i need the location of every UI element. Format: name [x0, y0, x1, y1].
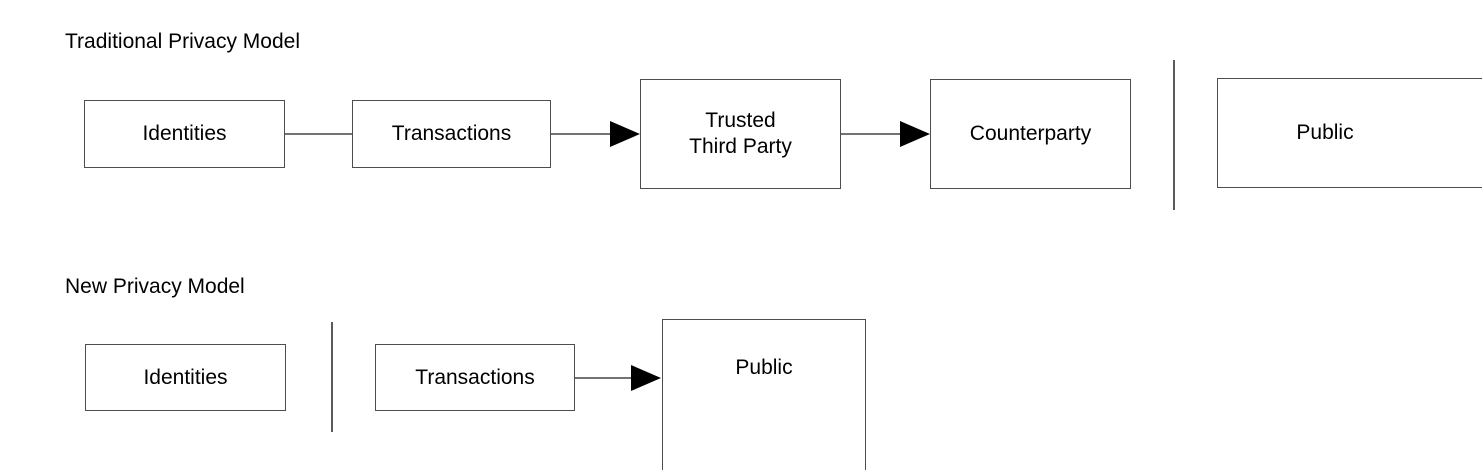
- node-traditional-trusted-third-party-label: Trusted Third Party: [689, 109, 792, 158]
- node-traditional-counterparty-label: Counterparty: [969, 122, 1092, 145]
- privacy-boundary-divider-traditional: [1173, 60, 1175, 210]
- node-traditional-public-label: Public: [1296, 121, 1354, 144]
- node-traditional-counterparty[interactable]: Counterparty: [930, 79, 1131, 189]
- node-new-public[interactable]: Public: [662, 319, 866, 470]
- arrow-icon-transactions-to-trusted-third-party: [610, 121, 640, 147]
- connector-transactions-to-trusted-third-party: [551, 133, 611, 135]
- node-traditional-identities-label: Identities: [142, 122, 227, 145]
- arrow-icon-trusted-third-party-to-counterparty: [900, 121, 930, 147]
- connector-trusted-third-party-to-counterparty: [841, 133, 901, 135]
- node-new-transactions[interactable]: Transactions: [375, 344, 575, 411]
- new-title-text: New Privacy Model: [65, 275, 245, 298]
- node-new-transactions-label: Transactions: [415, 365, 535, 389]
- arrow-icon-new-transactions-to-public: [631, 365, 661, 391]
- node-traditional-trusted-third-party[interactable]: Trusted Third Party: [640, 79, 841, 189]
- node-new-identities-label: Identities: [143, 365, 228, 389]
- node-traditional-identities[interactable]: Identities: [84, 100, 285, 168]
- node-new-identities[interactable]: Identities: [85, 344, 286, 411]
- node-traditional-transactions-label: Transactions: [391, 122, 512, 145]
- connector-new-transactions-to-public: [575, 377, 632, 379]
- connector-identities-to-transactions: [285, 133, 352, 135]
- node-new-public-label: Public: [735, 355, 793, 379]
- node-traditional-public[interactable]: Public: [1217, 78, 1482, 188]
- traditional-privacy-model-title: Traditional Privacy Model: [65, 29, 300, 54]
- node-traditional-transactions[interactable]: Transactions: [352, 100, 551, 168]
- privacy-boundary-divider-new: [331, 322, 333, 432]
- new-privacy-model-title: New Privacy Model: [65, 274, 245, 299]
- traditional-title-text: Traditional Privacy Model: [65, 30, 300, 53]
